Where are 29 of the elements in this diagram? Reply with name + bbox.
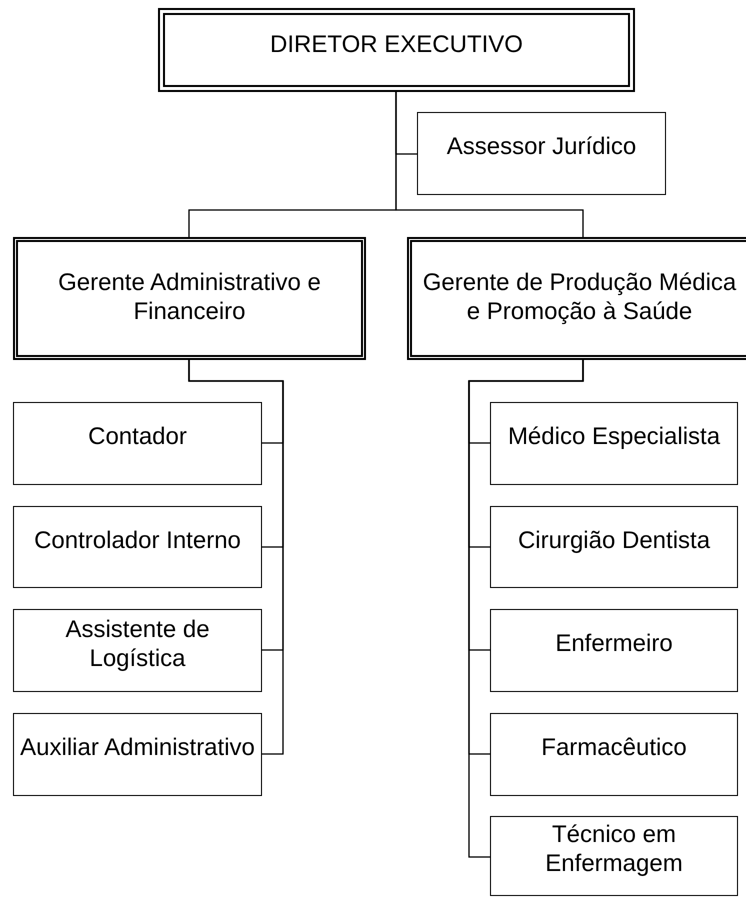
position-title: Assistente de Logística xyxy=(64,616,211,674)
position-box xyxy=(13,402,262,485)
connector-line xyxy=(468,360,584,858)
connector-line xyxy=(188,360,284,755)
position-title: Auxiliar Administrativo xyxy=(20,734,255,763)
position-title: Técnico em Enfermagem xyxy=(544,821,684,879)
position-title: Gerente Administrativo e Financeiro xyxy=(57,268,322,326)
manager-box xyxy=(13,237,366,360)
position-title: Gerente de Produção Médica e Promoção à Saúde xyxy=(422,268,738,326)
connector-line xyxy=(395,92,584,237)
position-box xyxy=(490,506,738,588)
director-box xyxy=(158,8,635,92)
position-box xyxy=(490,816,738,896)
position-title: Contador xyxy=(88,423,187,452)
manager-box xyxy=(407,237,746,360)
position-title: DIRETOR EXECUTIVO xyxy=(270,30,523,60)
position-title: Médico Especialista xyxy=(508,423,720,452)
position-box xyxy=(13,506,262,588)
position-title: Cirurgião Dentista xyxy=(518,526,710,556)
position-box xyxy=(417,112,666,195)
position-box xyxy=(490,609,738,692)
position-title: Assessor Jurídico xyxy=(446,133,636,162)
position-box xyxy=(490,713,738,796)
position-box xyxy=(490,402,738,485)
position-box xyxy=(13,609,262,692)
position-title: Enfermeiro xyxy=(555,630,673,659)
position-title: Farmacêutico xyxy=(541,734,687,763)
position-title: Controlador Interno xyxy=(34,526,241,556)
position-box xyxy=(13,713,262,796)
